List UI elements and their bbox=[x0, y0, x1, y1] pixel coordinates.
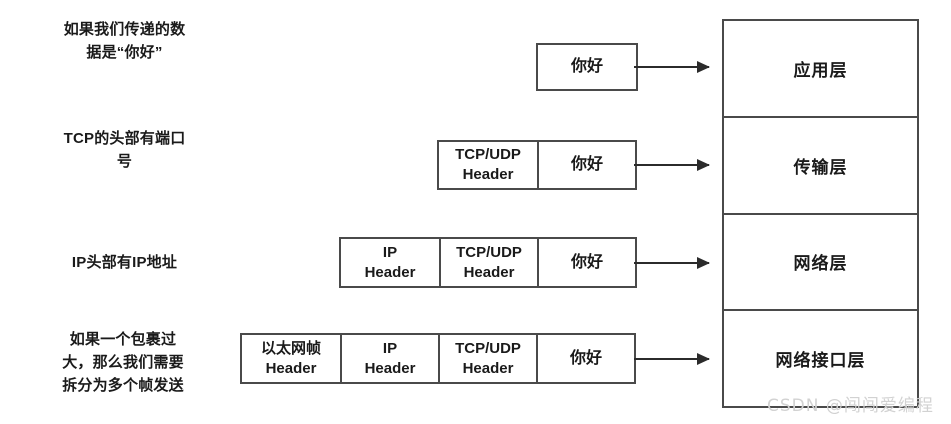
layer-stack: 应用层 传输层 网络层 网络接口层 bbox=[722, 19, 919, 408]
packet-cell-ip-header: IP Header bbox=[341, 239, 439, 286]
packet-cell-payload: 你好 bbox=[537, 239, 635, 286]
packet-cell-ethernet-frame-header: 以太网帧 Header bbox=[242, 335, 340, 382]
note-application-label: 如果我们传递的数 据是“你好” bbox=[63, 21, 186, 61]
layer-link: 网络接口层 bbox=[724, 309, 917, 406]
packet-cell-payload: 你好 bbox=[536, 335, 634, 382]
cell-line-1: TCP/UDP bbox=[456, 243, 522, 261]
arrow-right-icon-network bbox=[634, 257, 710, 269]
packet-application: 你好 bbox=[536, 43, 638, 91]
cell-line-2: Header bbox=[462, 359, 514, 377]
cell-line-1: IP bbox=[382, 339, 398, 357]
arrow-right-icon-link bbox=[634, 353, 710, 365]
cell-line-1: 你好 bbox=[570, 58, 603, 75]
packet-cell-payload: 你好 bbox=[537, 142, 635, 188]
cell-line-1: 以太网帧 bbox=[260, 339, 321, 357]
packet-cell-ip-header: IP Header bbox=[340, 335, 438, 382]
arrow-right-icon-application bbox=[634, 61, 710, 73]
cell-line-1: TCP/UDP bbox=[455, 339, 521, 357]
packet-cell-payload: 你好 bbox=[538, 45, 636, 89]
note-link-label: 如果一个包裹过 大，那么我们需要 拆分为多个帧发送 bbox=[62, 331, 184, 394]
packet-cell-tcp-udp-header: TCP/UDP Header bbox=[439, 239, 537, 286]
cell-line-2: Header bbox=[364, 359, 416, 377]
packet-cell-tcp-udp-header: TCP/UDP Header bbox=[438, 335, 536, 382]
packet-cell-tcp-udp-header: TCP/UDP Header bbox=[439, 142, 537, 188]
layer-network: 网络层 bbox=[724, 212, 917, 310]
packet-transport: TCP/UDP Header 你好 bbox=[437, 140, 637, 190]
cell-line-1: 你好 bbox=[569, 349, 602, 367]
cell-line-1: TCP/UDP bbox=[455, 146, 521, 163]
cell-line-1: 你好 bbox=[570, 156, 603, 173]
cell-line-1: 你好 bbox=[570, 253, 603, 271]
note-transport-label: TCP的头部有端口 号 bbox=[63, 130, 186, 170]
layer-transport: 传输层 bbox=[724, 115, 917, 213]
cell-line-2: Header bbox=[364, 263, 416, 281]
cell-line-1: IP bbox=[382, 243, 398, 261]
layer-application: 应用层 bbox=[793, 60, 848, 80]
cell-line-2: Header bbox=[265, 359, 317, 377]
arrow-right-icon-transport bbox=[634, 159, 710, 171]
cell-line-2: Header bbox=[463, 263, 515, 281]
note-network-label: IP头部有IP地址 bbox=[71, 254, 178, 271]
packet-network: IP Header TCP/UDP Header 你好 bbox=[339, 237, 637, 288]
cell-line-2: Header bbox=[462, 166, 514, 183]
packet-link: 以太网帧 Header IP Header TCP/UDP Header 你好 bbox=[240, 333, 636, 384]
